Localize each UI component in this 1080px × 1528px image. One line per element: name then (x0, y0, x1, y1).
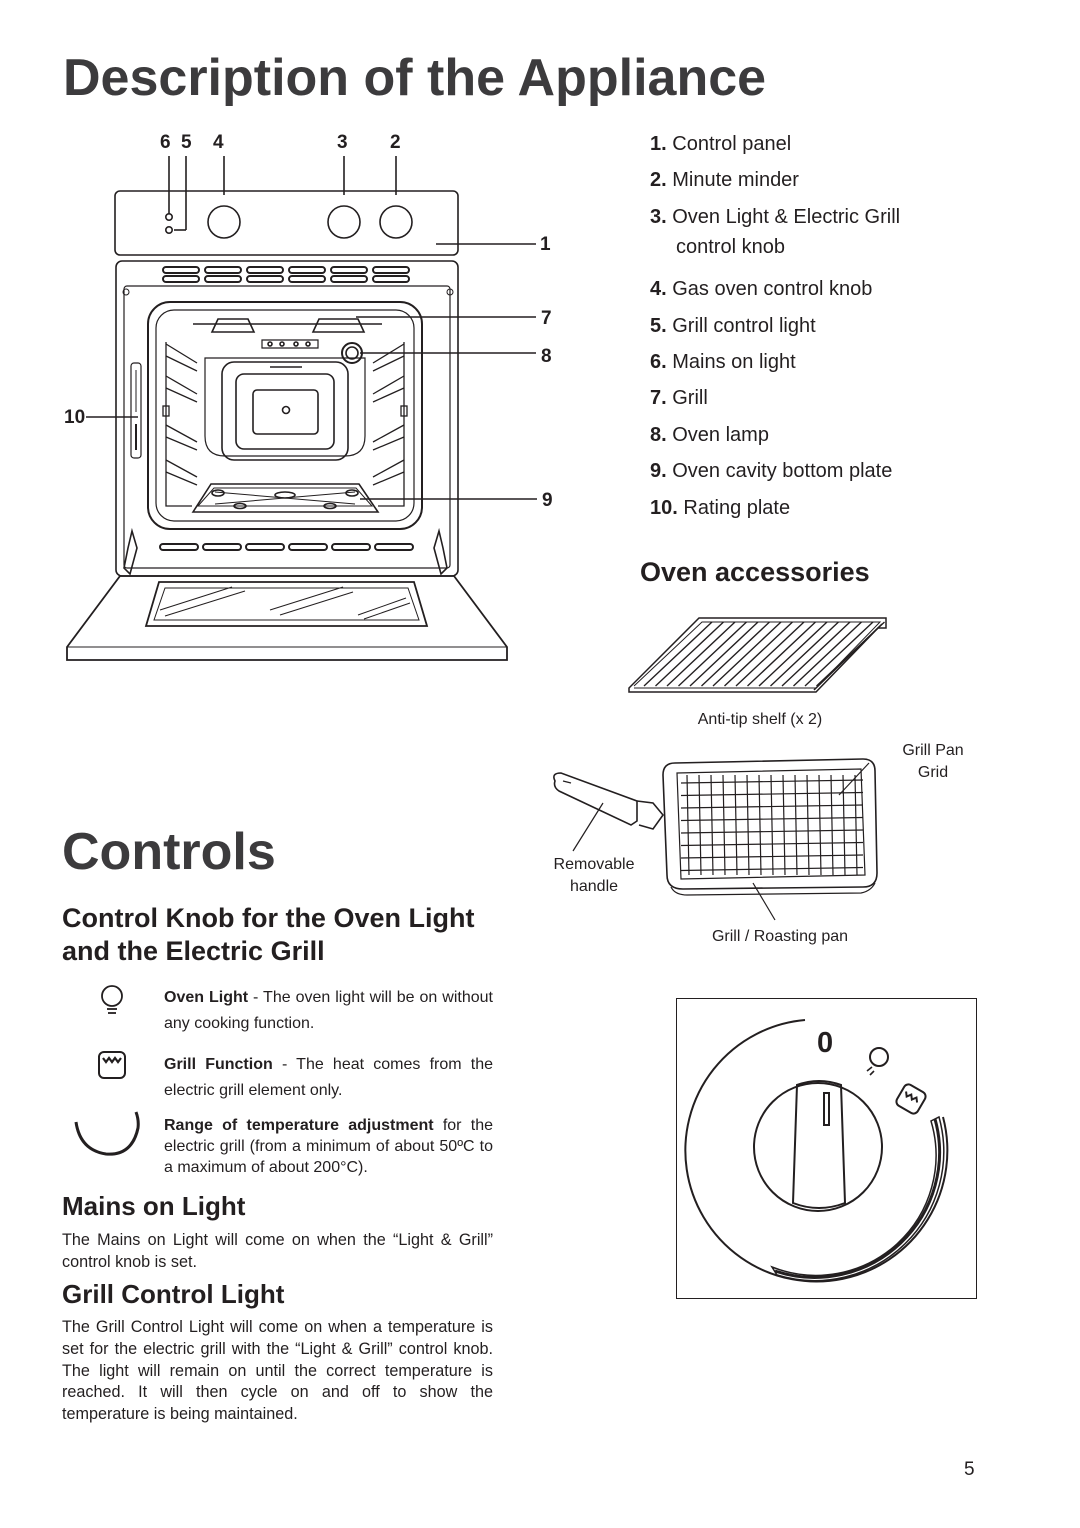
legend-item: 8. Oven lamp (650, 423, 769, 446)
shelf-bar (712, 621, 782, 687)
grid-bar (722, 774, 726, 876)
oven-diagram: 6 5 4 3 2 1 7 8 9 10 (0, 120, 600, 680)
grid-bar (698, 774, 702, 876)
legend-item: 6. Mains on light (650, 351, 796, 374)
grill-control-light-text: The Grill Control Light will come on whe… (62, 1318, 493, 1424)
grid-bar (830, 774, 834, 876)
grid-bar (680, 804, 864, 809)
shelf-bar (758, 621, 828, 687)
callout-4: 4 (213, 132, 224, 153)
grid-bar (854, 774, 858, 876)
shelf-bar (678, 621, 747, 687)
callout-1: 1 (540, 234, 551, 255)
grid-bar (686, 774, 690, 876)
grid-bar (680, 816, 864, 822)
legend-item: 7. Grill (650, 387, 708, 410)
shelf-bar (793, 621, 862, 687)
knob-heading: Control Knob for the Oven Light and the … (62, 902, 474, 968)
legend-item: 9. Oven cavity bottom plate (650, 460, 893, 483)
temperature-range-term: Range of temperature adjustment (164, 1117, 434, 1134)
legend-item: 10. Rating plate (650, 496, 791, 519)
grid-bar (710, 774, 714, 876)
callout-7: 7 (541, 308, 552, 329)
callout-8: 8 (541, 346, 552, 367)
shelf-bar (655, 621, 724, 687)
grill-pan-grid-label-line1: Grill Pan (902, 742, 964, 759)
legend-item: 5. Grill control light (650, 314, 816, 337)
shelf-bar (735, 621, 805, 687)
shelf-bar (666, 621, 736, 687)
knob-drawing (684, 1019, 949, 1283)
legend-item: 4. Gas oven control knob (650, 278, 873, 301)
callout-5: 5 (181, 132, 192, 153)
temperature-range-arc-icon (74, 1111, 140, 1156)
anti-tip-shelf-illustration (628, 617, 887, 693)
grid-bar (842, 774, 846, 876)
callout-3: 3 (337, 132, 348, 153)
mains-on-light-text: The Mains on Light will come on when the… (62, 1231, 493, 1271)
grid-bar (818, 774, 822, 876)
controls-heading: Controls (62, 823, 276, 881)
page-number: 5 (964, 1459, 975, 1480)
removable-handle-label: Removable handle (544, 854, 644, 898)
shelf-bar (689, 621, 759, 687)
shelf-bar (701, 621, 770, 687)
legend-item: 2. Minute minder (650, 169, 799, 192)
removable-handle-label-line1: Removable (553, 856, 635, 873)
shelf-bar (781, 621, 851, 687)
callout-6: 6 (160, 132, 171, 153)
knob-zero-label: 0 (817, 1027, 834, 1059)
grill-function-description: Grill Function - The heat comes from the… (164, 1056, 493, 1099)
appliance-legend: 1. Control panel 2. Minute minder 3. Ove… (650, 126, 900, 526)
oven-light-description: Oven Light - The oven light will be on w… (164, 989, 493, 1032)
anti-tip-shelf-caption: Anti-tip shelf (x 2) (697, 711, 823, 728)
mains-on-light-heading: Mains on Light (62, 1191, 246, 1221)
callout-2: 2 (390, 132, 401, 153)
grill-pan-grid-label: Grill Pan Grid (893, 740, 973, 784)
knob-heading-line2: and the Electric Grill (62, 935, 325, 966)
grill-pan-illustration (553, 758, 878, 921)
accessories-heading: Oven accessories (640, 557, 870, 587)
page-title: Description of the Appliance (63, 49, 767, 107)
legend-item-continuation: control knob (676, 236, 785, 259)
callout-9: 9 (542, 490, 553, 511)
shelf-bar (770, 621, 839, 687)
removable-handle-label-line2: handle (569, 878, 619, 895)
shelf-bar (643, 621, 713, 687)
grid-bar (680, 854, 864, 859)
grid-bar (758, 774, 762, 876)
grill-function-term: Grill Function (164, 1056, 273, 1073)
knob-heading-line1: Control Knob for the Oven Light (62, 903, 475, 933)
temperature-range-description: Range of temperature adjustment for the … (164, 1117, 493, 1176)
light-bulb-icon (101, 985, 123, 1014)
shelf-bar (724, 621, 793, 687)
grid-bar (770, 774, 774, 876)
roasting-pan-caption: Grill / Roasting pan (711, 928, 849, 945)
grid-bar (794, 774, 798, 876)
oven-drawing (66, 156, 537, 661)
light-grill-knob-illustration: 0 (676, 998, 977, 1299)
grid-bar (680, 779, 864, 784)
grid-bar (680, 829, 864, 834)
grid-bar (782, 774, 786, 876)
legend-item: 3. Oven Light & Electric Grill control k… (650, 205, 901, 259)
grill-element-icon (98, 1051, 126, 1079)
grid-bar (746, 774, 750, 876)
grid-bar (806, 774, 810, 876)
grid-bar (680, 791, 864, 797)
grid-bar (734, 774, 738, 876)
grid-bar (680, 841, 864, 847)
grid-bar (680, 866, 864, 872)
grill-pan-grid-label-line2: Grid (917, 764, 949, 781)
legend-item: 1. Control panel (650, 133, 792, 155)
shelf-bar (816, 621, 885, 687)
oven-light-term: Oven Light (164, 989, 249, 1006)
callout-10: 10 (64, 407, 86, 428)
shelf-bar (804, 621, 874, 687)
shelf-bar (747, 621, 816, 687)
grill-control-light-heading: Grill Control Light (62, 1279, 285, 1309)
